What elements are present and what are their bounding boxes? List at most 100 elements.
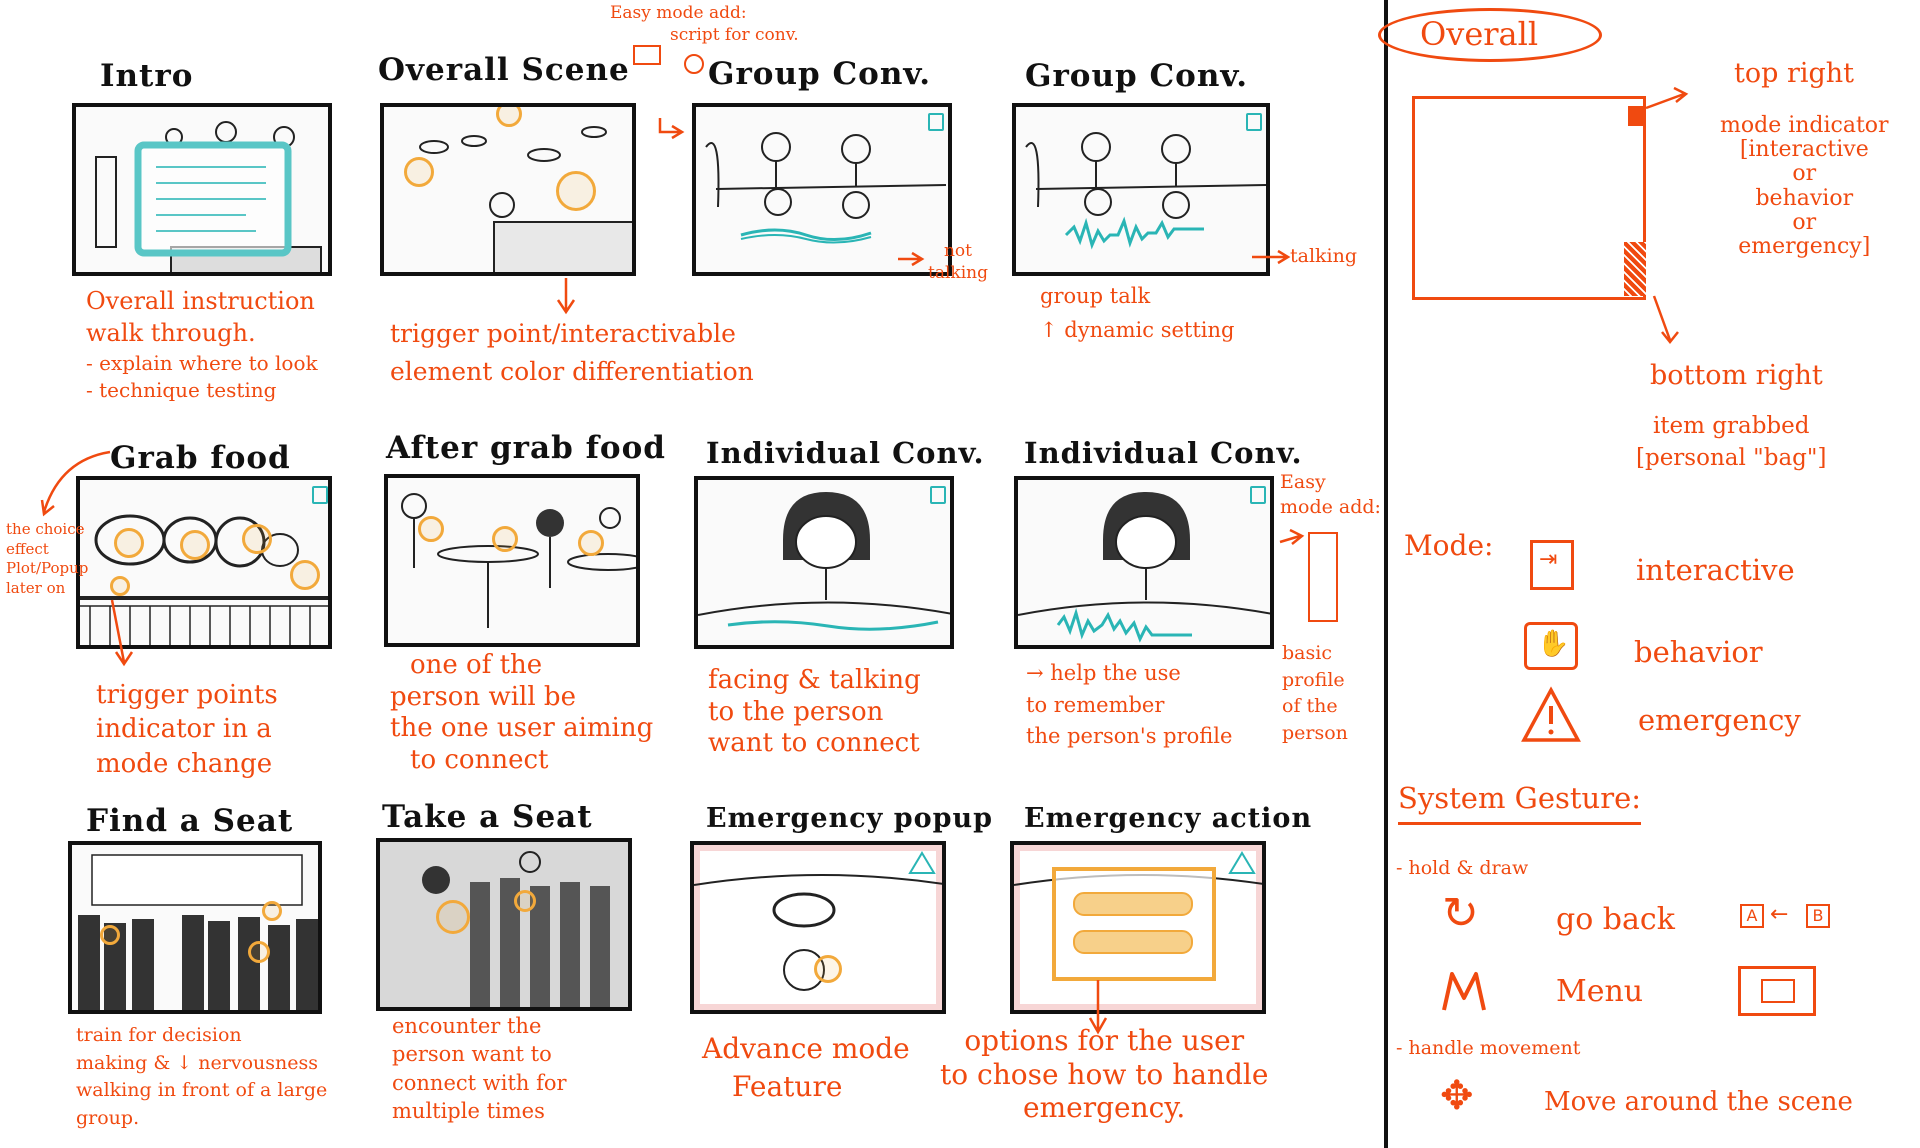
mode-heading: Mode: [1404, 529, 1494, 562]
panel-title-take-a-seat: Take a Seat [382, 799, 593, 835]
choice-effect-note: the choice effect Plot/Popup later on [6, 520, 88, 598]
overall-scene-notes: trigger point/interactivable element col… [390, 315, 754, 390]
section-divider [1384, 0, 1388, 1148]
note-line: one of the [410, 650, 543, 680]
note-line: want to connect [708, 728, 920, 759]
back-arrow-icon: ← [1770, 902, 1789, 927]
panel-frame-group-conv-1 [692, 103, 952, 276]
group-conv-1-sketch [705, 132, 947, 244]
panel-frame-overall-scene [380, 103, 636, 276]
note-line: person will be [390, 681, 576, 712]
easy-mode-top-note: Easy mode add: script for conv. [610, 2, 799, 46]
grab-food-notes: trigger points indicator in a mode chang… [96, 678, 278, 781]
emergency-action-notes: options for the user to chose how to han… [940, 1024, 1268, 1125]
screen-b-box: B [1806, 904, 1830, 928]
note-line: facing & talking [708, 665, 921, 695]
after-grab-food-sketch [401, 493, 636, 628]
talking-label: talking [1290, 245, 1358, 267]
top-right-label: top right [1734, 58, 1855, 89]
interactive-mode-badge [1246, 113, 1262, 131]
note-line: emergency] [1738, 233, 1871, 259]
mode-label-interactive: interactive [1636, 553, 1795, 587]
note-line: the choice [6, 520, 85, 538]
note-line: or [1792, 209, 1817, 235]
note-line: later on [6, 578, 66, 597]
panel-title-group-conv-1: Group Conv. [708, 56, 932, 92]
note-line: multiple times [392, 1099, 545, 1124]
emergency-tint-border [1014, 845, 1262, 1010]
note-line: to remember [1026, 692, 1165, 717]
basic-profile-note: basic profile of the person [1282, 640, 1348, 746]
trigger-point-marker [404, 157, 434, 187]
panel-frame-individual-conv-1 [694, 476, 954, 649]
panel-frame-grab-food [76, 476, 332, 649]
top-right-indicator [1628, 106, 1644, 126]
note-line: walking in front of a large [76, 1079, 328, 1102]
note-line: - technique testing [86, 377, 277, 402]
note-line: Plot/Popup [6, 559, 89, 577]
note-line: talking [928, 263, 988, 284]
note-line: to connect [410, 745, 549, 776]
note-line: mode indicator [1720, 113, 1889, 138]
panel-title-intro: Intro [100, 58, 194, 94]
trigger-point-marker [418, 516, 444, 542]
emergency-popup-notes: Advance mode Feature [702, 1030, 910, 1106]
note-line: emergency. [1023, 1091, 1186, 1125]
panel-frame-individual-conv-2 [1014, 476, 1274, 649]
panel-title-grab-food: Grab food [110, 440, 291, 476]
panel-frame-find-a-seat [68, 841, 322, 1014]
note-line: or [1792, 161, 1817, 187]
hold-draw-label: - hold & draw [1396, 857, 1529, 879]
overall-screen-diagram [1412, 96, 1646, 300]
panel-title-emergency-popup: Emergency popup [706, 803, 994, 834]
note-line: behavior [1755, 185, 1854, 211]
group-conv-2-notes: group talk ↑ dynamic setting [1040, 280, 1234, 347]
note-line: item grabbed [1652, 413, 1810, 439]
mode-label-behavior: behavior [1634, 635, 1763, 669]
note-line: Advance mode [702, 1032, 910, 1065]
trigger-point-marker [436, 900, 470, 934]
emergency-popup-sketch [694, 851, 942, 991]
note-line: Easy [1280, 471, 1326, 493]
after-grab-food-notes: one of the person will be the one user a… [390, 650, 653, 777]
handle-movement-label: - handle movement [1396, 1037, 1581, 1059]
note-line: the person's profile [1026, 724, 1233, 748]
profile-card-sketch [1308, 532, 1338, 622]
take-a-seat-notes: encounter the person want to connect wit… [392, 1012, 567, 1125]
bottom-right-label: bottom right [1650, 360, 1823, 391]
panel-frame-intro [72, 103, 332, 276]
trigger-point-marker [110, 576, 130, 596]
note-line: not [943, 241, 972, 261]
trigger-point-marker [556, 171, 596, 211]
find-a-seat-notes: train for decision making & ↓ nervousnes… [76, 1022, 327, 1132]
mode-indicator-note: mode indicator [interactive or behavior … [1720, 113, 1889, 259]
note-line: encounter the [392, 1014, 542, 1038]
panel-frame-group-conv-2 [1012, 103, 1270, 276]
mode-label-emergency: emergency [1638, 703, 1801, 737]
note-line: group. [76, 1106, 140, 1129]
trigger-point-marker [100, 925, 120, 945]
panel-title-after-grab-food: After grab food [386, 430, 666, 466]
note-line: person [1282, 721, 1348, 744]
system-gesture-heading: System Gesture: [1398, 780, 1642, 825]
intro-sketch [95, 121, 322, 272]
emergency-icon [1521, 686, 1581, 742]
note-line: profile [1282, 668, 1345, 691]
trigger-point-marker [248, 941, 270, 963]
interactive-mode-badge [1250, 486, 1266, 504]
trigger-point-marker [814, 955, 842, 983]
note-line: making & ↓ nervousness [76, 1051, 318, 1074]
note-line: basic [1282, 642, 1332, 664]
take-a-seat-sketch [380, 842, 628, 1007]
trigger-point-marker [492, 526, 518, 552]
hand-icon: ✋ [1537, 629, 1570, 659]
menu-panel-icon [1761, 979, 1795, 1003]
panel-title-individual-conv-2: Individual Conv. [1024, 436, 1303, 470]
move-around-label: Move around the scene [1544, 1087, 1853, 1117]
panel-title-overall-scene: Overall Scene [378, 52, 630, 88]
overall-heading: Overall [1420, 15, 1539, 53]
overall-scene-sketch [419, 126, 632, 272]
overall-heading-bubble [1378, 8, 1602, 62]
note-line: script for conv. [670, 25, 799, 46]
interactive-mode-badge [928, 113, 944, 131]
